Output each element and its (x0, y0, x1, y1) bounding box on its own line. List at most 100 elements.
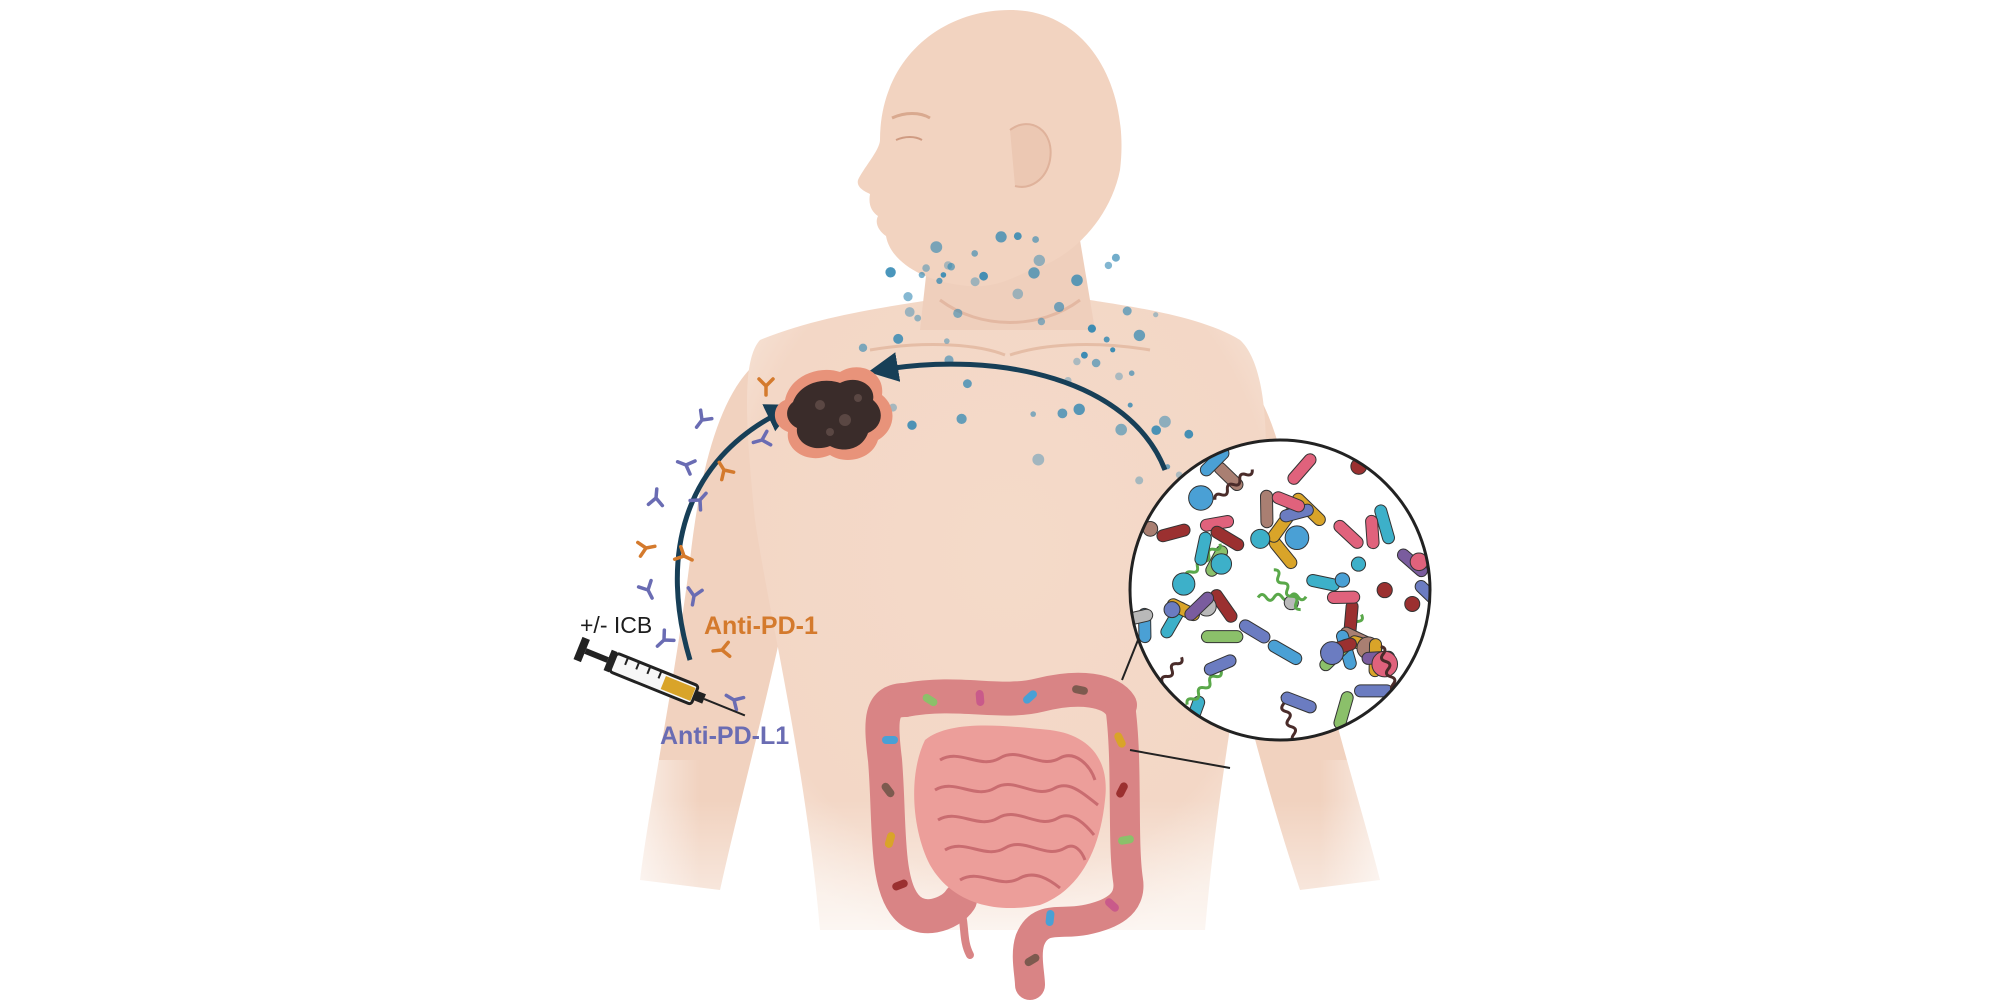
coccus-icon (1210, 553, 1233, 575)
metabolite-dot-icon (1013, 232, 1022, 241)
antibody-icons (636, 377, 775, 712)
tumor-icon (774, 367, 893, 460)
anti-pdl1-label: Anti-PD-L1 (660, 722, 790, 750)
coccus-icon (1371, 650, 1399, 678)
icb-label: +/- ICB (580, 612, 653, 638)
antibody-icon (636, 540, 657, 558)
metabolite-dot-icon (1111, 253, 1120, 262)
metabolite-dot-icon (1071, 274, 1083, 287)
coccus-icon (1284, 525, 1310, 551)
bacterium-icon (1374, 504, 1395, 545)
syringe-icon (573, 636, 746, 717)
bacterium-icon (1024, 953, 1040, 967)
spirochete-icon (1185, 670, 1223, 705)
spirochete-icon (1213, 469, 1254, 500)
bacterium-icon (1194, 531, 1212, 566)
intestine-icon (865, 672, 1144, 1000)
metabolite-dot-icon (893, 333, 904, 344)
metabolite-dot-icon (1153, 312, 1159, 318)
antibody-icon (646, 487, 665, 508)
coccus-icon (1334, 572, 1351, 588)
coccus-icon (1250, 528, 1271, 549)
metabolite-dot-icon (1133, 329, 1146, 342)
metabolite-dot-icon (995, 231, 1007, 243)
metabolite-dot-icon (1073, 403, 1085, 415)
metabolite-dot-icon (1028, 267, 1040, 279)
metabolite-dot-icon (1104, 261, 1113, 270)
antibody-icon (655, 628, 676, 648)
coccus-icon (1172, 572, 1196, 596)
bacterium-icon (1267, 639, 1303, 666)
bacterium-icon (1365, 514, 1380, 550)
metabolite-dot-icon (1073, 357, 1081, 366)
metabolite-dot-icon (1081, 351, 1088, 359)
coccus-icon (1376, 581, 1393, 599)
metabolite-dot-icon (936, 277, 943, 284)
bacterium-icon (881, 782, 895, 798)
metabolite-dot-icon (907, 420, 917, 430)
metabolite-dot-icon (979, 271, 988, 281)
metabolite-dot-icon (1012, 288, 1024, 300)
bacterium-icon (1200, 630, 1244, 644)
bacterium-icon (1105, 898, 1119, 912)
metabolite-dot-icon (930, 241, 943, 254)
metabolite-dot-icon (1091, 358, 1101, 368)
antibody-icon (675, 459, 697, 476)
metabolite-dot-icon (1115, 423, 1127, 436)
microbiome-to-tumor-arrow (868, 352, 1168, 471)
metabolite-dots (858, 231, 1194, 519)
metabolite-dot-icon (914, 314, 922, 322)
bacterium-icon (884, 832, 896, 848)
metabolite-dot-icon (1033, 254, 1046, 267)
metabolite-dot-icon (1127, 402, 1133, 408)
coccus-icon (1163, 601, 1181, 619)
metabolite-dot-icon (1135, 476, 1144, 485)
bacterium-icon (882, 736, 898, 744)
bacterium-icon (1210, 589, 1238, 623)
metabolite-dot-icon (944, 338, 950, 344)
bacterium-icon (1114, 732, 1126, 748)
metabolite-dot-icon (1057, 408, 1068, 419)
metabolite-dot-icon (904, 307, 915, 317)
bacterium-icon (1280, 691, 1317, 714)
bacterium-icon (1072, 685, 1088, 695)
bacterium-icon (1118, 835, 1134, 845)
metabolite-dot-icon (1122, 306, 1132, 316)
bacterium-icon (1287, 453, 1317, 485)
metabolite-dot-icon (970, 277, 980, 287)
metabolite-dot-icon (903, 292, 913, 302)
metabolite-dot-icon (1054, 301, 1065, 313)
metabolite-dot-icon (1159, 415, 1171, 428)
metabolite-dot-icon (1032, 236, 1039, 243)
bacterium-icon (1156, 523, 1191, 543)
antibody-icon (711, 640, 732, 658)
bacterium-icon (1210, 525, 1245, 552)
bacterium-icon (1326, 590, 1361, 604)
metabolite-dot-icon (1110, 347, 1116, 353)
metabolite-dot-icon (971, 250, 978, 257)
coccus-icon (1188, 485, 1214, 511)
metabolite-dot-icon (953, 308, 963, 318)
icb-to-tumor-arrow (674, 404, 796, 661)
bacterium-icon (975, 690, 985, 706)
colon-bacteria (881, 685, 1134, 967)
metabolite-dot-icon (1030, 411, 1036, 417)
bacterium-icon (1333, 519, 1364, 549)
bacterium-icon (1259, 489, 1274, 529)
bacterium-icon (1414, 580, 1430, 614)
bacterium-icon (1116, 782, 1128, 798)
metabolite-dot-icon (885, 267, 896, 278)
spirochete-icon (1273, 568, 1301, 612)
bacterium-icon (1023, 690, 1037, 704)
metabolite-dot-icon (918, 271, 925, 279)
bacterium-icon (892, 879, 908, 891)
metabolite-dot-icon (1151, 425, 1161, 436)
antibody-icon (636, 578, 654, 600)
antibody-icon (686, 586, 704, 607)
metabolite-dot-icon (1103, 336, 1110, 343)
metabolite-dot-icon (1184, 429, 1194, 439)
coccus-icon (1320, 641, 1344, 665)
metabolite-dot-icon (1128, 370, 1135, 377)
bacterium-icon (1203, 654, 1237, 676)
